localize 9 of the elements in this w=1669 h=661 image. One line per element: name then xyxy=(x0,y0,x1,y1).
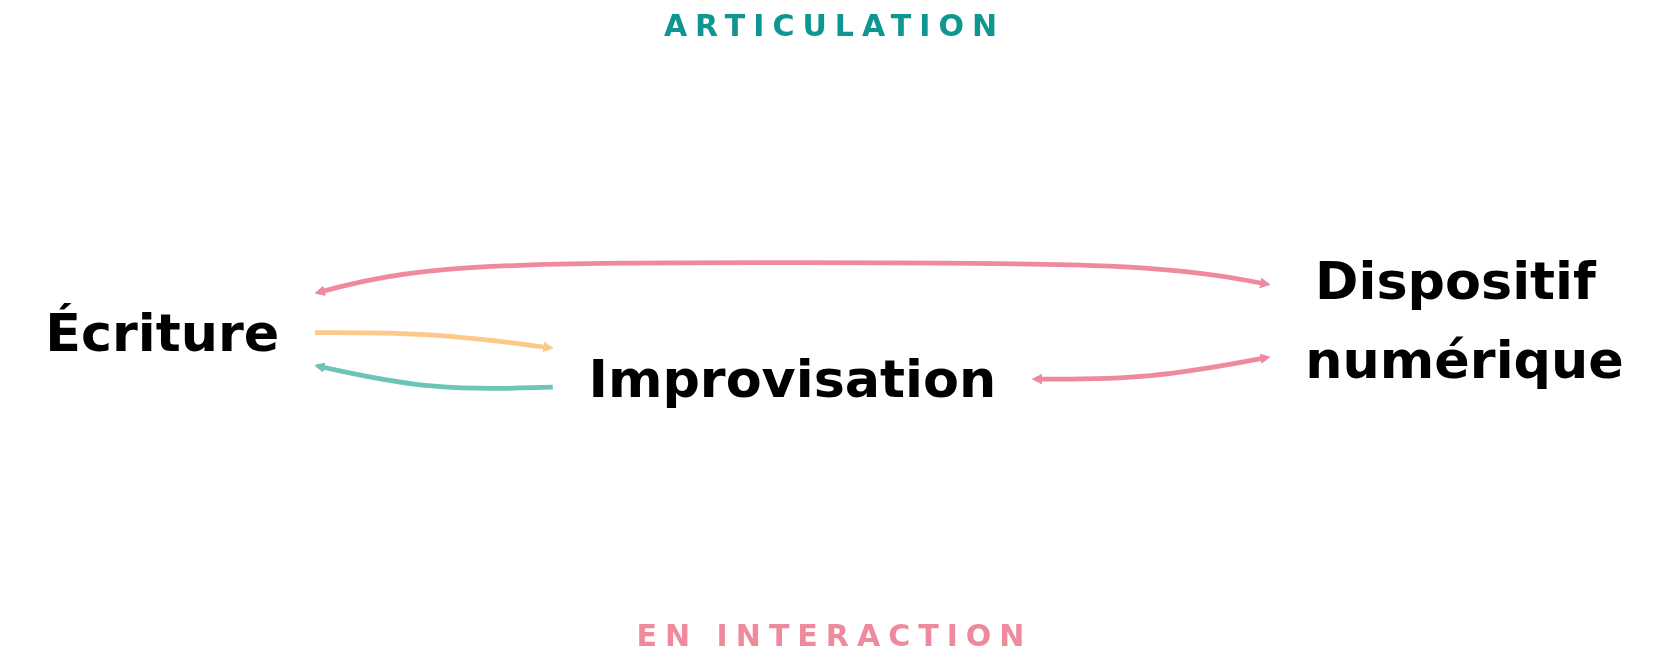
arrow xyxy=(314,362,553,392)
arrow xyxy=(1031,353,1271,385)
arrow xyxy=(314,260,1271,296)
caption-label: ARTICULATION xyxy=(663,8,1006,43)
caption-label: EN INTERACTION xyxy=(636,618,1033,653)
node-text: Improvisation xyxy=(588,348,997,409)
node-text: Dispositif numérique xyxy=(1305,250,1624,390)
arrow xyxy=(314,330,554,353)
node-text: Écriture xyxy=(45,301,280,363)
